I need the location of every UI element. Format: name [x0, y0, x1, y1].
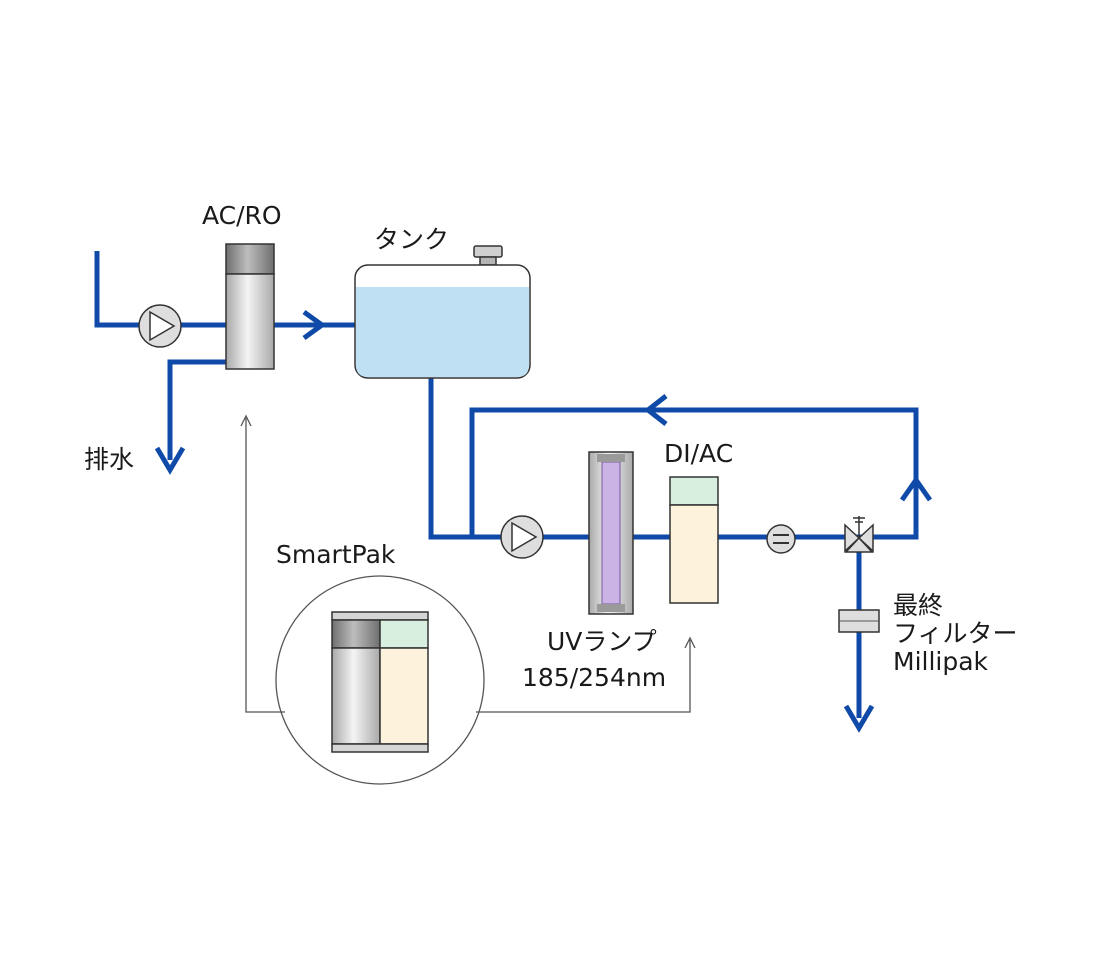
smartpak-detail	[275, 575, 485, 785]
connector-to-acro	[245, 418, 285, 713]
flow-arrow-return	[643, 394, 668, 426]
tank-water	[356, 287, 529, 377]
final-filter-label-line1: 最終	[893, 591, 943, 620]
flow-arrow-drain	[154, 446, 186, 475]
pump-icon-feed	[138, 304, 182, 348]
flow-meter-icon	[766, 524, 796, 554]
uv-lamp	[588, 451, 634, 615]
uv-label-line2: 185/254nm	[522, 663, 666, 692]
final-filter-label-line3: Millipak	[893, 647, 989, 676]
acro-label: AC/RO	[202, 201, 282, 230]
pipe-arrows	[154, 309, 933, 733]
connector-to-diac	[476, 640, 691, 713]
final-filter-icon	[838, 609, 880, 633]
diac-cartridge	[669, 476, 719, 604]
flow-arrow-to-tank	[302, 309, 327, 341]
final-filter-label-line2: フィルター	[893, 619, 1018, 648]
smartpak-connectors	[240, 414, 696, 713]
tank-outlet-pipe	[428, 376, 919, 540]
smartpak-label: SmartPak	[276, 540, 396, 569]
uv-label-line1: UVランプ	[547, 627, 657, 656]
tank-label: タンク	[374, 225, 449, 254]
flow-arrow-up	[899, 475, 933, 502]
drain-pipe	[167, 359, 226, 460]
labels: AC/RO タンク 排水 DI/AC UVランプ 185/254nm Smart…	[84, 201, 1018, 692]
pump-icon-loop	[500, 515, 544, 559]
drain-label: 排水	[84, 445, 134, 474]
diac-label: DI/AC	[664, 439, 733, 468]
three-way-valve-icon	[844, 516, 874, 553]
tank	[354, 245, 531, 379]
flow-arrow-outlet	[843, 704, 875, 733]
acro-cartridge	[225, 243, 275, 370]
